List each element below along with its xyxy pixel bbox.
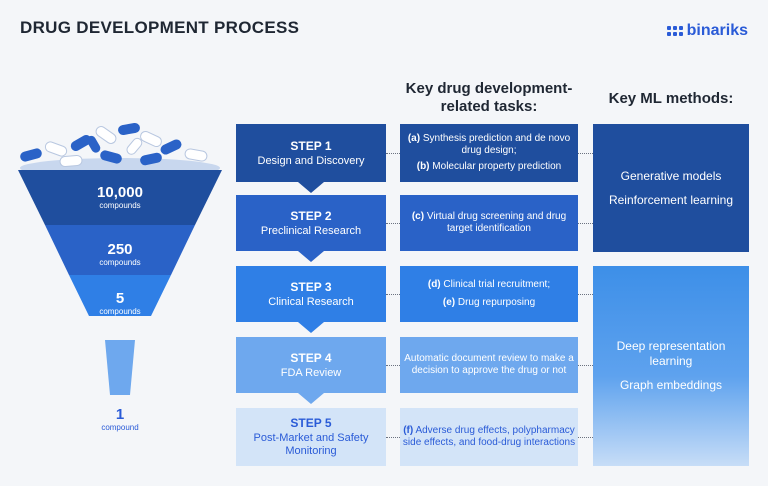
- task-text: Automatic document review to make a deci…: [404, 353, 574, 376]
- step-2-box: STEP 2 Preclinical Research: [236, 195, 386, 251]
- task-tag: (c): [411, 211, 425, 222]
- funnel-unit: compounds: [99, 201, 141, 210]
- funnel-stage-2: 250 compounds: [20, 241, 220, 267]
- pills-icon: [20, 122, 220, 178]
- page-title: DRUG DEVELOPMENT PROCESS: [20, 18, 300, 37]
- connector-line: [386, 223, 400, 224]
- funnel-tier-2: [45, 225, 195, 275]
- step-number: STEP 4: [290, 350, 332, 365]
- brand-logo: binariks: [666, 22, 748, 40]
- task-box-step-5: (f) Adverse drug effects, polypharmacy s…: [400, 408, 578, 466]
- funnel-count: 1: [115, 406, 125, 423]
- funnel-tier-1: [18, 170, 222, 225]
- task-text: Virtual drug screening and drug target i…: [426, 211, 567, 234]
- task-tag: (a): [407, 133, 421, 144]
- task-box-step-2: (c) Virtual drug screening and drug targ…: [400, 195, 578, 251]
- task-box-step-3: (d) Clinical trial recruitment; (e) Drug…: [400, 266, 578, 322]
- task-tag: (e): [442, 297, 456, 308]
- task-box-step-1: (a) Synthesis prediction and de novo dru…: [400, 124, 578, 182]
- task-text: Synthesis prediction and de novo drug de…: [422, 133, 571, 156]
- ml-method: Generative models: [620, 168, 722, 183]
- step-3-box: STEP 3 Clinical Research: [236, 266, 386, 322]
- connector-line: [386, 365, 400, 366]
- funnel-unit: compounds: [99, 307, 141, 316]
- arrow-down-icon: [298, 322, 324, 333]
- funnel-unit: compound: [101, 423, 139, 432]
- step-name: FDA Review: [280, 366, 342, 379]
- task-text: Molecular property prediction: [432, 161, 562, 172]
- funnel-stage-3: 5 compounds: [20, 290, 220, 316]
- funnel-unit: compounds: [99, 258, 141, 267]
- tasks-heading: Key drug development-related tasks:: [405, 80, 573, 115]
- task-text: Drug repurposing: [457, 297, 536, 308]
- task-tag: (b): [416, 161, 430, 172]
- funnel-spout: [105, 340, 135, 395]
- step-number: STEP 2: [290, 208, 332, 223]
- task-tag: (f): [403, 425, 414, 436]
- funnel-count: 10,000: [97, 184, 143, 201]
- funnel-stage-4: 1 compound: [20, 406, 220, 432]
- connector-line: [578, 365, 593, 366]
- ml-method: Graph embeddings: [619, 378, 723, 392]
- funnel-graphic: [18, 122, 222, 395]
- connector-line: [578, 153, 593, 154]
- connector-line: [578, 294, 593, 295]
- ml-heading: Key ML methods:: [608, 90, 734, 107]
- ml-method: Deep representation learning: [616, 339, 726, 368]
- ml-group-1: Generative models Reinforcement learning: [593, 124, 749, 252]
- logo-dots-icon: [666, 26, 683, 36]
- funnel-tier-3: [69, 275, 171, 316]
- funnel-count: 5: [115, 290, 125, 307]
- step-name: Preclinical Research: [260, 224, 362, 237]
- funnel-count: 250: [107, 241, 133, 258]
- step-number: STEP 5: [290, 416, 332, 430]
- step-name: Clinical Research: [268, 295, 354, 308]
- task-text: Clinical trial recruitment;: [443, 279, 551, 290]
- logo-text: binariks: [686, 22, 748, 39]
- step-4-box: STEP 4 FDA Review: [236, 337, 386, 393]
- step-5-box: STEP 5 Post-Market and Safety Monitoring: [236, 408, 386, 466]
- step-number: STEP 3: [290, 279, 332, 294]
- connector-line: [386, 153, 400, 154]
- arrow-down-icon: [298, 182, 324, 193]
- connector-line: [386, 294, 400, 295]
- step-number: STEP 1: [290, 138, 332, 153]
- ml-method: Reinforcement learning: [608, 192, 734, 207]
- step-name: Design and Discovery: [257, 154, 365, 167]
- ml-group-2: Deep representation learning Graph embed…: [593, 266, 749, 466]
- connector-line: [578, 223, 593, 224]
- step-name: Post-Market and Safety Monitoring: [253, 432, 369, 457]
- arrow-down-icon: [298, 251, 324, 262]
- task-tag: (d): [427, 279, 441, 290]
- task-text: Adverse drug effects, polypharmacy side …: [402, 425, 576, 448]
- task-box-step-4: Automatic document review to make a deci…: [400, 337, 578, 393]
- arrow-down-icon: [298, 393, 324, 404]
- funnel-stage-1: 10,000 compounds: [20, 184, 220, 210]
- step-1-box: STEP 1 Design and Discovery: [236, 124, 386, 182]
- connector-line: [578, 437, 593, 438]
- connector-line: [386, 437, 400, 438]
